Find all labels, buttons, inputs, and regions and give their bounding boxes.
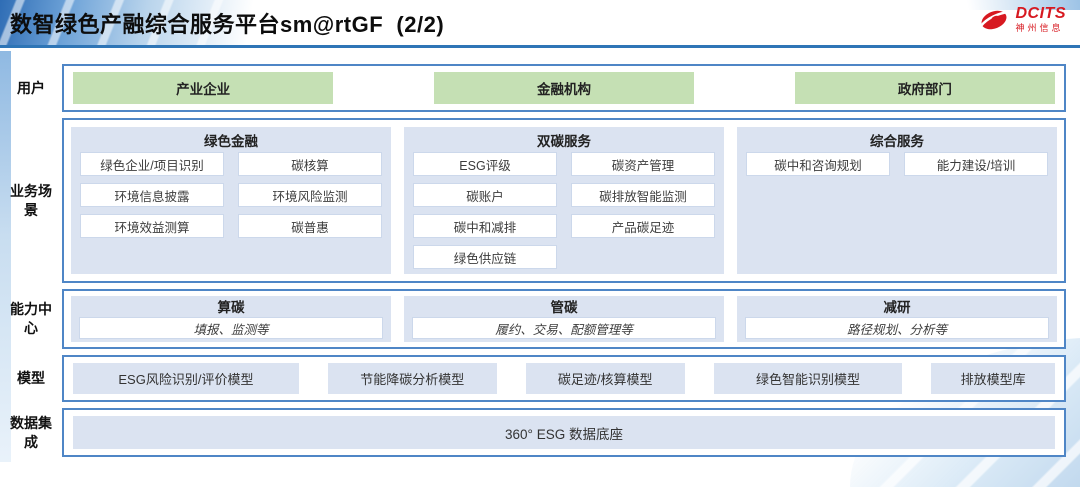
row-business-scenarios: 业务场景 绿色金融 绿色企业/项目识别 碳核算 环境信息披露 环境风险监测 环境…	[0, 118, 1066, 283]
column-title: 双碳服务	[537, 134, 591, 149]
capability-panel-reduction-research: 减研 路径规划、分析等	[737, 296, 1057, 342]
business-item: 环境信息披露	[80, 183, 224, 207]
business-item: 碳账户	[413, 183, 557, 207]
header-swoosh-right-decoration	[940, 0, 1080, 10]
logo-brand-text: DCITS	[1015, 5, 1066, 22]
business-item: 碳普惠	[238, 214, 382, 238]
model-box: 排放模型库	[931, 363, 1055, 394]
model-box: ESG风险识别/评价模型	[73, 363, 299, 394]
column-items-grid: 碳中和咨询规划 能力建设/培训	[746, 152, 1048, 176]
slide-header: 数智绿色产融综合服务平台sm@rtGF (2/2) DCITS 神州信息	[0, 0, 1080, 48]
users-container: 产业企业 金融机构 政府部门	[62, 64, 1066, 112]
esg-data-base-box: 360° ESG 数据底座	[73, 416, 1055, 449]
business-item: 产品碳足迹	[571, 214, 715, 238]
model-box: 绿色智能识别模型	[713, 363, 903, 394]
business-column-comprehensive: 综合服务 碳中和咨询规划 能力建设/培训	[737, 127, 1057, 274]
row-models: 模型 ESG风险识别/评价模型 节能降碳分析模型 碳足迹/核算模型 绿色智能识别…	[0, 355, 1066, 402]
dcits-logo: DCITS 神州信息	[977, 6, 1067, 33]
model-box: 节能降碳分析模型	[327, 363, 497, 394]
business-column-dual-carbon: 双碳服务 ESG评级 碳资产管理 碳账户 碳排放智能监测 碳中和减排 产品碳足迹…	[404, 127, 724, 274]
business-item: 碳中和减排	[413, 214, 557, 238]
business-item: 绿色供应链	[413, 245, 557, 269]
row-label-models: 模型	[17, 370, 45, 387]
column-items-grid: 绿色企业/项目识别 碳核算 环境信息披露 环境风险监测 环境效益测算 碳普惠	[80, 152, 382, 238]
column-title: 综合服务	[870, 134, 924, 149]
row-capability-center: 能力中心 算碳 填报、监测等 管碳 履约、交易、配额管理等 减研 路径规划、分析…	[0, 289, 1066, 349]
capability-desc: 路径规划、分析等	[745, 317, 1049, 339]
capability-title: 管碳	[550, 300, 578, 315]
business-item: 环境效益测算	[80, 214, 224, 238]
user-box-industry: 产业企业	[73, 72, 334, 104]
business-column-green-finance: 绿色金融 绿色企业/项目识别 碳核算 环境信息披露 环境风险监测 环境效益测算 …	[71, 127, 391, 274]
user-box-finance: 金融机构	[433, 72, 695, 104]
column-items-grid: ESG评级 碳资产管理 碳账户 碳排放智能监测 碳中和减排 产品碳足迹 绿色供应…	[413, 152, 715, 269]
business-item: 碳中和咨询规划	[746, 152, 890, 176]
capability-title: 算碳	[217, 300, 245, 315]
capability-desc: 填报、监测等	[79, 317, 383, 339]
model-box: 碳足迹/核算模型	[525, 363, 685, 394]
business-container: 绿色金融 绿色企业/项目识别 碳核算 环境信息披露 环境风险监测 环境效益测算 …	[62, 118, 1066, 283]
header-swoosh-decoration	[0, 0, 430, 45]
row-data-integration: 数据集成 360° ESG 数据底座	[0, 408, 1066, 457]
row-label-business: 业务场景	[10, 182, 52, 218]
capability-panel-carbon-management: 管碳 履约、交易、配额管理等	[404, 296, 724, 342]
left-accent-band	[0, 51, 11, 462]
architecture-diagram: 用户 产业企业 金融机构 政府部门 业务场景 绿色金融 绿色企业/项目识别 碳核…	[0, 51, 1066, 463]
business-item: 绿色企业/项目识别	[80, 152, 224, 176]
business-item: 碳核算	[238, 152, 382, 176]
page-title: 数智绿色产融综合服务平台sm@rtGF (2/2)	[10, 12, 445, 37]
column-title: 绿色金融	[204, 134, 258, 149]
business-item: 能力建设/培训	[904, 152, 1048, 176]
logo-text-block: DCITS 神州信息	[1016, 6, 1067, 33]
capability-container: 算碳 填报、监测等 管碳 履约、交易、配额管理等 减研 路径规划、分析等	[62, 289, 1066, 349]
dcits-swirl-icon	[979, 10, 1009, 29]
row-label-data-integration: 数据集成	[10, 414, 52, 450]
business-item: 碳资产管理	[571, 152, 715, 176]
business-item: 环境风险监测	[238, 183, 382, 207]
capability-title: 减研	[883, 300, 911, 315]
business-item: 碳排放智能监测	[571, 183, 715, 207]
capability-panel-carbon-accounting: 算碳 填报、监测等	[71, 296, 391, 342]
row-label-users: 用户	[17, 79, 45, 96]
business-item: ESG评级	[413, 152, 557, 176]
data-integration-container: 360° ESG 数据底座	[62, 408, 1066, 457]
user-box-government: 政府部门	[794, 72, 1055, 104]
logo-subtitle-text: 神州信息	[1015, 23, 1064, 33]
capability-desc: 履约、交易、配额管理等	[412, 317, 716, 339]
row-users: 用户 产业企业 金融机构 政府部门	[0, 64, 1066, 112]
models-container: ESG风险识别/评价模型 节能降碳分析模型 碳足迹/核算模型 绿色智能识别模型 …	[62, 355, 1066, 402]
row-label-capability: 能力中心	[10, 301, 52, 336]
